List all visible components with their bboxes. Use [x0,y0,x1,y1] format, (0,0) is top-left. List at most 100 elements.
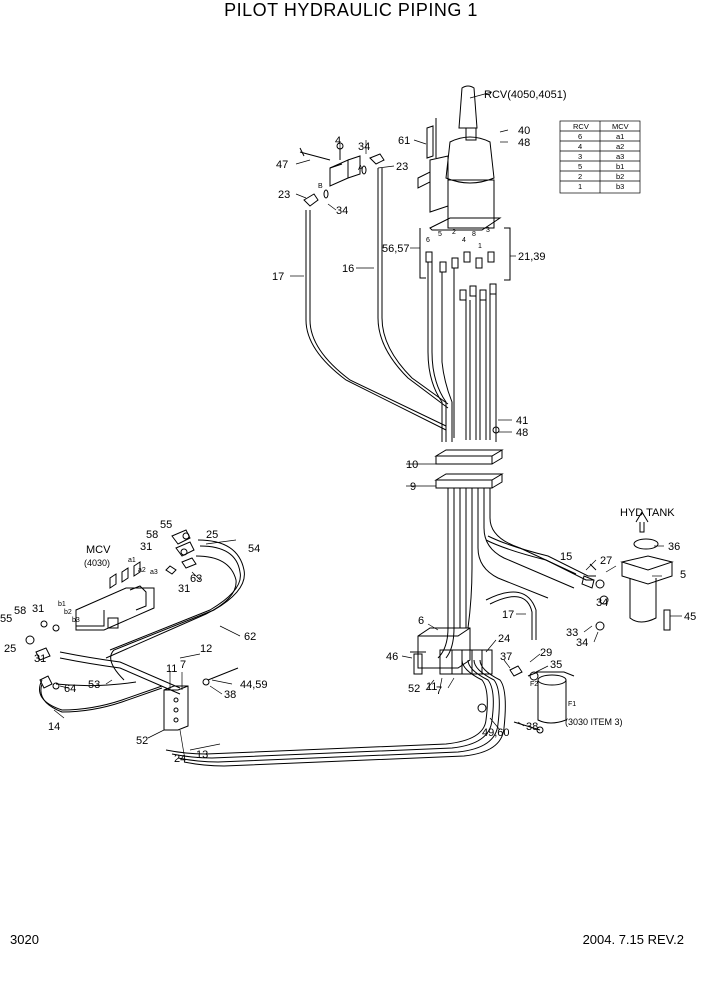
callout: 34 [596,597,608,609]
table-cell: b3 [616,182,624,191]
rcv-hoses [427,262,497,442]
table-cell: a1 [616,132,624,141]
callout: 10 [406,459,418,471]
mcv-hoses [39,539,245,713]
table-cell: a2 [616,142,624,151]
callout: 24 [498,633,510,645]
callout: 55 [0,613,12,625]
callout: 17 [272,271,284,283]
callout: 58 [146,529,158,541]
table-cell: 2 [578,172,582,181]
hoses-17-16 [305,168,449,431]
table-header-rcv: RCV [573,122,589,131]
callout: 15 [560,551,572,563]
port-label: 8 [472,231,476,238]
rcv-joystick [417,85,502,231]
callout: 48 [516,427,528,439]
callout: 6 [418,615,424,627]
callout: 63 [190,573,202,585]
port-label: b1 [58,601,66,608]
port-label: A [358,165,363,172]
bolt-46 [410,651,426,675]
callout: 37 [500,651,512,663]
page-number: 3020 [10,932,39,947]
table-cell: b1 [616,162,624,171]
table-cell: 5 [578,162,582,171]
page-title: PILOT HYDRAULIC PIPING 1 [224,0,478,20]
callout: 38 [526,721,538,733]
callout: 23 [278,189,290,201]
rcv-label: RCV(4050,4051) [484,89,567,101]
port-label: B [318,183,323,190]
callout: 27 [600,555,612,567]
callout: 49,60 [482,727,510,739]
table-cell: b2 [616,172,624,181]
port-label: a1 [128,557,136,564]
rcv-mcv-table [559,120,641,194]
table-header-mcv: MCV [612,122,629,131]
callout: 52 [136,735,148,747]
callout: 36 [668,541,680,553]
callout: 14 [48,721,60,733]
callout: 38 [224,689,236,701]
filter-port-f1: F1 [568,701,576,708]
solenoid-valve [299,142,385,207]
callout: 31 [34,653,46,665]
port-label: 4 [462,237,466,244]
line-filter [477,665,575,734]
filter-ref: (3030 ITEM 3) [565,717,623,727]
callout: 33 [566,627,578,639]
callout: 5 [680,569,686,581]
table-cell: 4 [578,142,582,151]
callout: 7 [180,659,186,671]
callout: 11 [426,681,437,693]
filter-port-f2: F2 [530,681,538,688]
callout: 54 [248,543,260,555]
callout: 31 [140,541,152,553]
hyd-tank-label: HYD TANK [620,507,675,519]
mcv-label: MCV [86,544,111,556]
callout: 25 [4,643,16,655]
callout: 40 [518,125,530,137]
callout: 17 [502,609,514,621]
callout: 9 [410,481,416,493]
callout: 12 [200,643,212,655]
callout: 16 [342,263,354,275]
main-hose-bundle [165,488,577,767]
port-label: 6 [426,237,430,244]
center-bracket [417,627,493,675]
table-cell: a3 [616,152,624,161]
callout: 41 [516,415,528,427]
callout: 34 [336,205,348,217]
table-cell: 1 [578,182,582,191]
port-label: a3 [150,569,158,576]
table-cell: 6 [578,132,582,141]
callout: 7 [436,685,442,697]
callout: 61 [398,135,410,147]
callout: 21,39 [518,251,546,263]
clamp-plates [434,412,504,489]
hoses-15-17-right [485,535,597,640]
callout: 44,59 [240,679,268,691]
callout: 35 [550,659,562,671]
hyd-tank-port [595,511,674,631]
callout: 46 [386,651,398,663]
port-label: 2 [452,229,456,236]
callout: 48 [518,137,530,149]
callout: 64 [64,683,76,695]
callout: 62 [244,631,256,643]
callout: 47 [276,159,288,171]
port-label: b2 [64,609,72,616]
leader-lines [53,91,682,755]
callout: 23 [396,161,408,173]
callout: 24 [174,753,186,765]
rcv-fittings [419,227,511,301]
callout: 45 [684,611,696,623]
callout: 56,57 [382,243,410,255]
callout: 34 [358,141,370,153]
callout: 53 [88,679,100,691]
callout: 4 [335,135,341,147]
port-label: 1 [478,243,482,250]
